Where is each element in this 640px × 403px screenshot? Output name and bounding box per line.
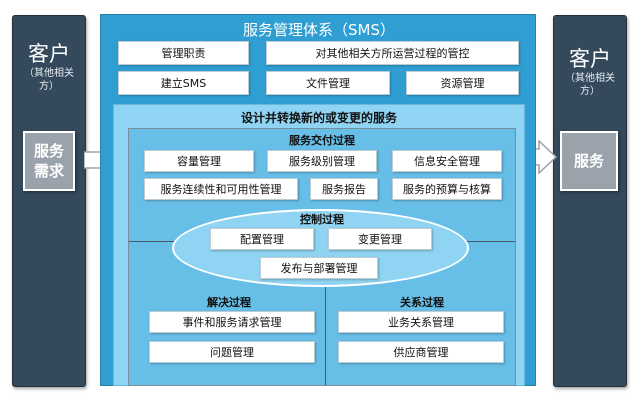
customer-title-left: 客户 <box>28 42 70 66</box>
box-problem-management: 问题管理 <box>149 341 315 363</box>
box-establish-sms: 建立SMS <box>118 71 249 95</box>
box-capacity-management: 容量管理 <box>144 150 254 172</box>
box-budgeting-accounting: 服务的预算与核算 <box>392 178 502 200</box>
box-configuration-management: 配置管理 <box>210 228 314 250</box>
box-change-management: 变更管理 <box>328 228 432 250</box>
customer-title-right: 客户 <box>569 47 611 71</box>
divider-vertical <box>325 277 326 385</box>
box-release-deployment-management: 发布与部署管理 <box>260 257 378 279</box>
customer-subtitle-left-1: （其他相关 <box>24 68 74 79</box>
resolution-title: 解决过程 <box>207 296 251 309</box>
box-business-relationship-management: 业务关系管理 <box>338 311 504 333</box>
box-supplier-management: 供应商管理 <box>338 341 504 363</box>
customer-panel-left: 客户 （其他相关 方） 服务 需求 <box>12 15 86 387</box>
box-resource-management: 资源管理 <box>406 71 519 95</box>
process-block: 服务交付过程 容量管理 服务级别管理 信息安全管理 服务连续性和可用性管理 服务… <box>128 128 516 386</box>
box-management-responsibility: 管理职责 <box>118 41 249 65</box>
box-third-party-control: 对其他相关方所运营过程的管控 <box>266 41 519 65</box>
box-document-management: 文件管理 <box>266 71 390 95</box>
customer-subtitle-left-2: 方） <box>39 81 59 92</box>
design-transition-title: 设计并转换新的或变更的服务 <box>240 111 397 125</box>
service-delivery-title: 服务交付过程 <box>289 134 355 147</box>
customer-panel-right: 客户 （其他相关 方） 服务 <box>553 15 627 387</box>
sms-title: 服务管理体系（SMS） <box>243 21 395 39</box>
service-request-box: 服务 需求 <box>23 131 75 191</box>
box-continuity-availability-management: 服务连续性和可用性管理 <box>144 178 298 200</box>
box-service-level-management: 服务级别管理 <box>267 150 377 172</box>
customer-subtitle-right-1: （其他相关 <box>565 73 615 84</box>
sms-panel: 服务管理体系（SMS） 管理职责 对其他相关方所运营过程的管控 建立SMS 文件… <box>100 14 536 386</box>
box-incident-request-management: 事件和服务请求管理 <box>149 311 315 333</box>
design-transition-panel: 设计并转换新的或变更的服务 服务交付过程 容量管理 服务级别管理 信息安全管理 … <box>113 104 525 386</box>
service-request-line2: 需求 <box>33 162 64 180</box>
relationship-title: 关系过程 <box>400 296 444 309</box>
control-title: 控制过程 <box>300 213 344 226</box>
customer-subtitle-right-2: 方） <box>580 86 600 97</box>
service-box: 服务 <box>560 131 618 191</box>
box-information-security-management: 信息安全管理 <box>392 150 502 172</box>
box-service-reporting: 服务报告 <box>310 178 378 200</box>
service-request-line1: 服务 <box>33 142 64 160</box>
